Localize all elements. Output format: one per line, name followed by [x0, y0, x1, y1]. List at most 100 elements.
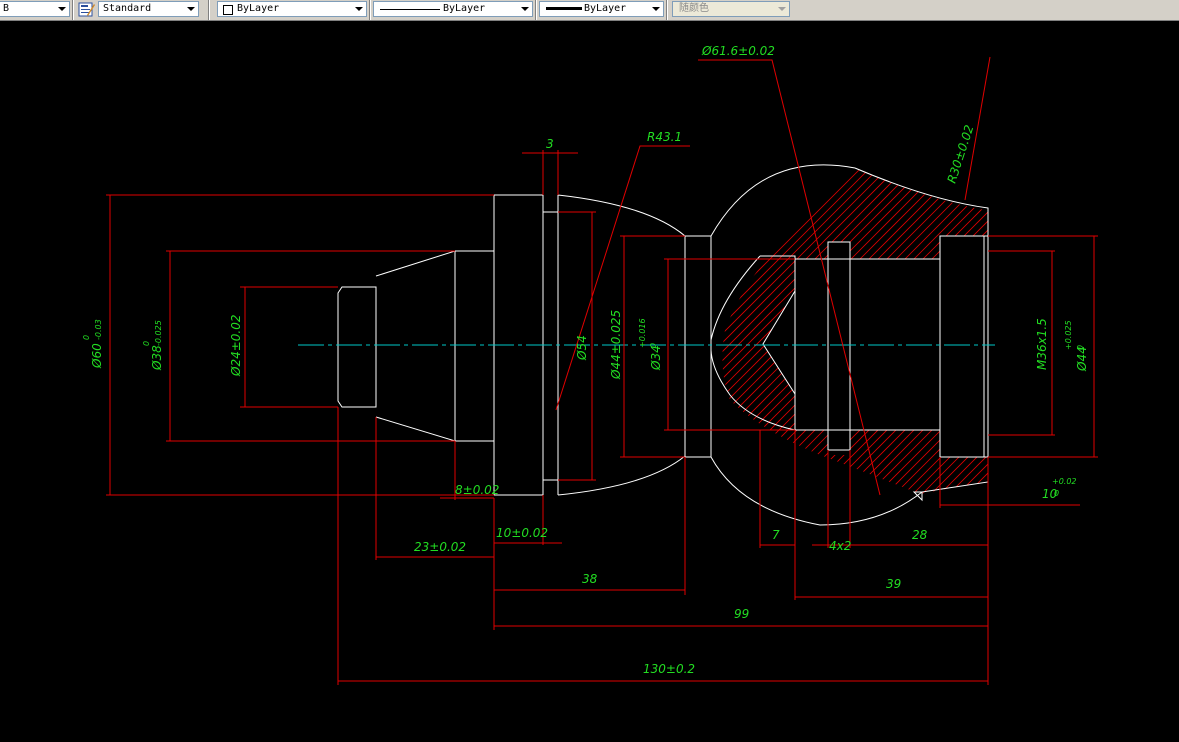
dim-d44a: Ø44±0.025	[609, 310, 623, 380]
hatch-line	[1083, 140, 1179, 540]
hatch-line	[722, 168, 944, 494]
hatch-line	[722, 168, 854, 494]
hatch-line	[722, 168, 988, 494]
chevron-down-icon	[521, 7, 529, 11]
color-swatch	[223, 5, 233, 15]
undercut-4x2	[827, 241, 851, 451]
small-chamfer	[912, 491, 923, 502]
chevron-down-icon	[58, 7, 66, 11]
hatch-line	[722, 168, 917, 494]
lineweight-dropdown[interactable]: ByLayer	[539, 1, 664, 17]
hatch-line	[785, 168, 988, 494]
hatch-line	[794, 168, 988, 494]
drawing-canvas[interactable]: Ø60 0 -0.03 Ø38 0 -0.025 Ø24±0.02 3 Ø54 …	[0, 21, 1179, 742]
hatch-line	[740, 168, 988, 494]
text-style-dropdown[interactable]: Standard	[98, 1, 199, 17]
hatch-line	[722, 168, 962, 494]
hatch-line	[309, 140, 709, 540]
hatch-line	[812, 168, 988, 494]
dim-d60: Ø60	[90, 343, 104, 369]
hatch-line	[749, 168, 988, 494]
dim-7: 7	[772, 528, 780, 542]
dim-r30: R30±0.02	[945, 123, 977, 185]
toolbar-separator	[208, 0, 210, 20]
chevron-down-icon	[652, 7, 660, 11]
hatch-line	[866, 168, 988, 494]
linetype-dropdown[interactable]: ByLayer	[373, 1, 533, 17]
toolbar-separator	[72, 0, 74, 20]
hatch-line	[722, 168, 899, 494]
dim-d34: Ø34	[649, 345, 663, 371]
hatch-line	[983, 168, 988, 494]
layer-dropdown-value: B	[3, 3, 10, 14]
dim-3: 3	[546, 137, 554, 151]
linetype-preview	[380, 9, 440, 10]
neck-d44	[684, 235, 712, 458]
dim-r43: R43.1	[647, 130, 682, 144]
linetype-value: ByLayer	[443, 3, 486, 14]
arc-r43-top	[557, 194, 686, 237]
plot-style-dropdown[interactable]: 随颜色	[672, 1, 790, 17]
hatch-line	[722, 168, 988, 494]
dim-d60-tol-lo: -0.03	[94, 319, 103, 340]
dim-d34-tol-up: +0.016	[638, 318, 647, 348]
hatch-line	[722, 168, 988, 494]
hatch-line	[911, 168, 988, 494]
dim-10b-tol-lo: 0	[1054, 489, 1059, 498]
dim-d38: Ø38	[150, 345, 164, 371]
hatch-line	[722, 168, 988, 494]
dim-d44b: Ø44	[1075, 346, 1089, 372]
hatch-line	[1002, 140, 1179, 540]
text-style-icon[interactable]	[78, 1, 95, 18]
dim-10b-tol-up: +0.02	[1052, 477, 1077, 486]
hatch-line	[722, 168, 971, 494]
hatch-line	[839, 168, 988, 494]
dim-d38-tol-up: 0	[142, 341, 151, 346]
color-dropdown[interactable]: ByLayer	[217, 1, 367, 17]
hatch-line	[722, 168, 737, 494]
sphere-top-arc	[710, 164, 856, 237]
hatch-line	[318, 140, 718, 540]
hatch-line	[722, 168, 827, 494]
layer-dropdown[interactable]: B	[0, 1, 70, 17]
hatch-line	[758, 168, 988, 494]
dim-d24: Ø24±0.02	[229, 315, 243, 378]
dim-d60-tol-up: 0	[82, 335, 91, 340]
hatch-line	[722, 168, 728, 494]
hatch-line	[830, 168, 988, 494]
hatch-line	[722, 168, 836, 494]
dim-4x2: 4x2	[829, 539, 851, 553]
hatch-line	[875, 168, 988, 494]
dim-8: 8±0.02	[455, 483, 499, 497]
dim-d44b-tol-lo: 0	[1076, 345, 1085, 350]
text-style-value: Standard	[103, 3, 152, 14]
hatch-line	[1092, 140, 1179, 540]
hatch-line	[884, 168, 988, 494]
dim-99: 99	[734, 607, 749, 621]
hatch-line	[722, 168, 809, 494]
dim-10b: 10	[1042, 487, 1058, 501]
hatch-line	[722, 168, 863, 494]
hatch-line	[974, 168, 988, 494]
dim-23: 23±0.02	[414, 540, 466, 554]
dim-38: 38	[582, 572, 598, 586]
hatch-line	[722, 168, 881, 494]
toolbar-separator	[535, 0, 537, 20]
dim-m36: M36x1.5	[1035, 318, 1049, 370]
socket-outer	[854, 167, 989, 493]
hatch-line	[893, 168, 988, 494]
dim-d54: Ø54	[575, 335, 589, 361]
toolbar-separator	[369, 0, 371, 20]
taper-section	[375, 250, 456, 442]
hatch-line	[722, 168, 926, 494]
groove-section	[542, 211, 559, 481]
dimension-text: Ø60 0 -0.03 Ø38 0 -0.025 Ø24±0.02 3 Ø54 …	[82, 44, 1089, 676]
sphere-bottom-arc	[710, 456, 923, 526]
hatch-line	[722, 168, 908, 494]
chevron-down-icon	[778, 7, 786, 11]
dim-39: 39	[886, 577, 901, 591]
hatch-line	[1065, 140, 1179, 540]
chevron-down-icon	[187, 7, 195, 11]
hatch-line	[722, 168, 988, 494]
properties-toolbar: B Standard ByLayer ByLayer ByLayer 随颜色	[0, 0, 1179, 21]
